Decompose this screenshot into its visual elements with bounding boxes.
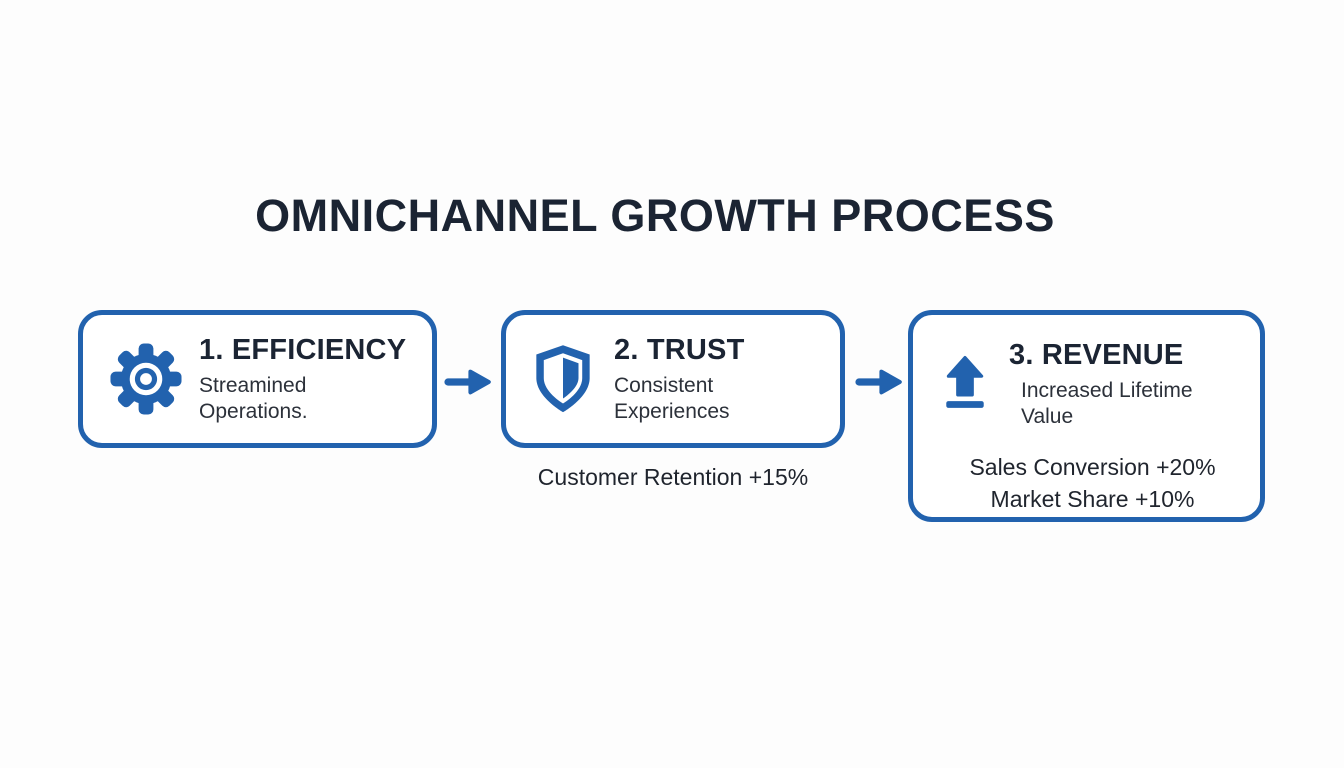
step-subtext-trust: Consistent Experiences xyxy=(614,374,730,423)
step-box-efficiency: 1. EFFICIENCY Streamined Operations. xyxy=(78,310,437,448)
step-box-trust: 2. TRUST Consistent Experiences xyxy=(501,310,845,448)
step-box-revenue: 3. REVENUE Increased Lifetime Value Sale… xyxy=(908,310,1265,522)
step-subtext-efficiency: Streamined Operations. xyxy=(199,374,308,423)
stat-sales-conversion: Sales Conversion +20% xyxy=(969,453,1216,480)
gear-icon xyxy=(109,342,183,416)
stat-market-share: Market Share +10% xyxy=(990,485,1195,512)
step-heading-efficiency: 1. EFFICIENCY xyxy=(199,334,407,367)
page-title: OMNICHANNEL GROWTH PROCESS xyxy=(255,190,1055,241)
arrow-right-icon xyxy=(444,363,492,406)
step-heading-trust: 2. TRUST xyxy=(614,334,745,367)
shield-icon xyxy=(532,343,594,415)
step-heading-revenue: 3. REVENUE xyxy=(1009,339,1184,371)
arrow-up-icon xyxy=(939,355,991,413)
step-subtext-revenue: Increased Lifetime Value xyxy=(1021,379,1193,428)
arrow-right-icon xyxy=(855,363,903,406)
caption-customer-retention: Customer Retention +15% xyxy=(537,464,809,490)
revenue-stats: Sales Conversion +20% Market Share +10% xyxy=(939,451,1246,515)
